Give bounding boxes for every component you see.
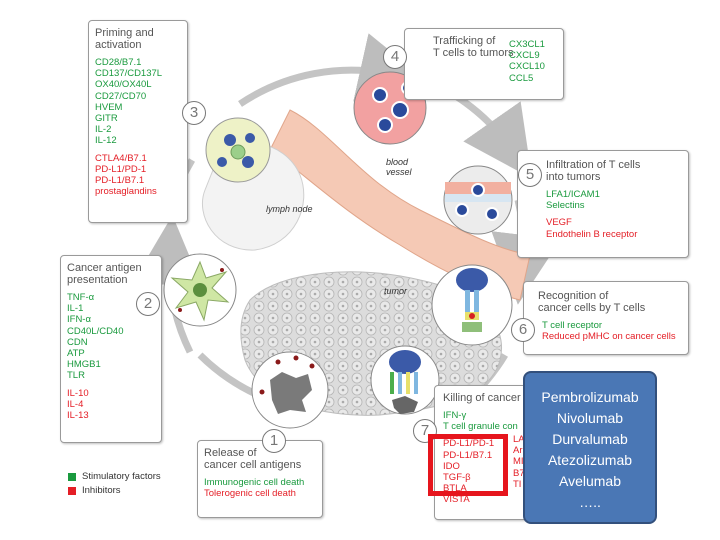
step-7-badge: 7 (413, 419, 437, 443)
priming-inhibitor-item: CTLA4/B7.1 (95, 152, 147, 164)
drug-name: Atezolizumab (547, 452, 633, 468)
killing-inhibitor-item: PD-L1/B7.1 (443, 449, 493, 461)
drug-name: Durvalumab (552, 431, 628, 447)
priming-stimulatory-item: CD27/CD70 (95, 90, 147, 102)
trafficking-stimulatory-item: CCL5 (509, 72, 534, 84)
legend-inhibitors-text: Inhibitors (82, 485, 121, 496)
trafficking-title: Trafficking of T cells to tumors (433, 35, 514, 59)
recognition-stimulatory-item: T cell receptor (542, 320, 603, 331)
recognition-box: Recognition of cancer cells by T cells T… (523, 281, 689, 355)
trafficking-stimulatory-item: CX3CL1 (509, 39, 545, 50)
antigen-presentation-stimulatory-item: ATP (67, 348, 85, 360)
killing-stimulatory-item: T cell granule con (443, 421, 518, 433)
antigen-presentation-title: Cancer antigen presentation (67, 262, 142, 286)
drug-name: Nivolumab (556, 410, 624, 426)
infiltration-title: Infiltration of T cells into tumors (546, 159, 641, 183)
step-5-badge: 5 (518, 163, 542, 187)
step-2-badge: 2 (136, 292, 160, 316)
killing-fragment-item: MI (513, 456, 524, 468)
killing-fragment-item: B7 (513, 467, 525, 479)
antigen-presentation-stimulatory-item: HMGB1 (67, 359, 101, 371)
tumor-label: tumor (384, 286, 408, 296)
antigen-presentation-stimulatory-item: IFN-α (67, 314, 91, 326)
antigen-presentation-stimulatory-item: TLR (67, 370, 85, 382)
trafficking-stimulatory-item: CXCL10 (509, 61, 545, 73)
infiltration-box: Infiltration of T cells into tumors LFA1… (517, 150, 689, 258)
legend-green-swatch (68, 473, 76, 481)
priming-inhibitor-item: PD-L1/PD-1 (95, 163, 147, 175)
recognition-title: Recognition of cancer cells by T cells (538, 290, 646, 314)
antigen-presentation-stimulatory-item: TNF-α (67, 292, 95, 303)
killing-inhibitor-item: TGF-β (443, 472, 471, 484)
recognition-inhibitor-item: Reduced pMHC on cancer cells (542, 331, 676, 343)
killing-fragment-item: TI (513, 478, 522, 490)
release-inhibitor-item: Tolerogenic cell death (204, 488, 296, 500)
checkpoint-highlight-box (428, 434, 508, 496)
priming-stimulatory-item: GITR (95, 113, 118, 125)
infiltration-inhibitor-item: Endothelin B receptor (546, 228, 638, 240)
priming-stimulatory-item: IL-12 (95, 135, 117, 147)
release-title: Release of cancer cell antigens (204, 447, 302, 471)
infiltration-stimulatory-item: Selectins (546, 200, 585, 212)
step-1-badge: 1 (262, 429, 286, 453)
priming-stimulatory-item: IL-2 (95, 124, 112, 136)
antigen-presentation-inhibitor-item: IL-13 (67, 410, 89, 422)
priming-stimulatory-item: CD28/B7.1 (95, 57, 142, 68)
killing-inhibitor-item: PD-L1/PD-1 (443, 438, 495, 450)
antigen-presentation-stimulatory-item: IL-1 (67, 303, 84, 315)
infiltration-stimulatory-item: LFA1/ICAM1 (546, 189, 600, 200)
release-stimulatory-item: Immunogenic cell death (204, 477, 305, 488)
killing-inhibitor-item: BTLA (443, 483, 467, 495)
priming-stimulatory-item: OX40/OX40L (95, 79, 152, 91)
legend-red-swatch (68, 487, 76, 495)
drug-name: ….. (579, 494, 601, 510)
antigen-presentation-stimulatory-item: CDN (67, 336, 88, 348)
lymph-node-label: lymph node (266, 204, 313, 214)
drug-name: Avelumab (558, 473, 621, 489)
priming-stimulatory-item: CD137/CD137L (95, 68, 163, 80)
priming-inhibitor-item: PD-L1/B7.1 (95, 175, 145, 187)
legend-stimulatory-text: Stimulatory factors (82, 471, 161, 482)
antigen-presentation-stimulatory-item: CD40L/CD40 (67, 325, 124, 337)
killing-fragment-item: Ar (513, 445, 523, 457)
blood-vessel-label: blood vessel (386, 157, 412, 177)
legend-stimulatory: Stimulatory factors (82, 471, 161, 482)
priming-inhibitor-item: prostaglandins (95, 186, 157, 198)
drug-name: Pembrolizumab (541, 389, 639, 405)
step-4-badge: 4 (383, 45, 407, 69)
antigen-presentation-inhibitor-item: IL-4 (67, 398, 84, 410)
step-6-badge: 6 (511, 318, 535, 342)
killing-stimulatory-item: IFN-γ (443, 410, 467, 421)
infiltration-inhibitor-item: VEGF (546, 217, 572, 229)
antigen-presentation-inhibitor-item: IL-10 (67, 387, 89, 399)
killing-fragment-item: LA (513, 434, 525, 445)
killing-title: Killing of cancer (443, 392, 521, 404)
priming-title: Priming and activation (95, 27, 154, 51)
killing-inhibitor-item: IDO (443, 460, 460, 472)
legend-inhibitors: Inhibitors (82, 485, 121, 496)
killing-inhibitor-item: VISTA (443, 494, 470, 506)
trafficking-stimulatory-item: CXCL9 (509, 50, 540, 62)
priming-stimulatory-item: HVEM (95, 101, 123, 113)
step-3-badge: 3 (182, 101, 206, 125)
release-box: Release of cancer cell antigens Immunoge… (197, 440, 323, 518)
